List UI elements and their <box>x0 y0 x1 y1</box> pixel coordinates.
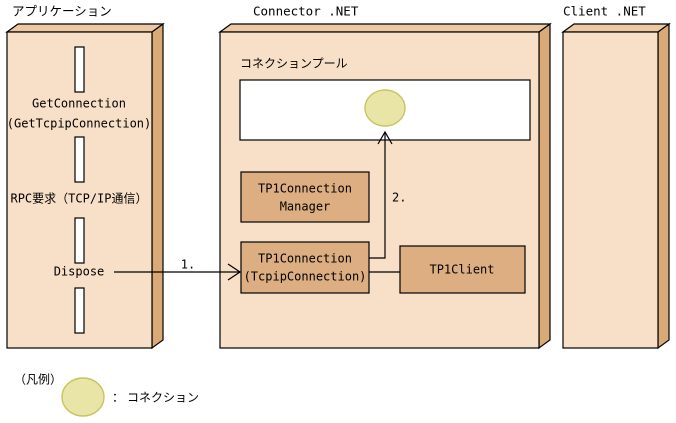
tp1connection-box <box>240 241 370 294</box>
legend-separator: ： <box>112 391 124 405</box>
tp1client-label: TP1Client <box>429 263 494 277</box>
client-box-side-face <box>657 22 670 350</box>
tp1connection-label-line2: (TcpipConnection) <box>244 270 367 284</box>
tp1connection-manager-box <box>240 171 370 223</box>
legend: （凡例） ： コネクション <box>14 373 199 417</box>
activation-bar <box>74 46 85 93</box>
component-tp1connection-manager: TP1Connection Manager <box>240 171 370 223</box>
arrow-return-to-pool-line <box>369 132 386 259</box>
connection-circle <box>364 89 406 127</box>
connector-box-top-face <box>218 23 552 33</box>
connector-box-side-face <box>538 22 551 350</box>
application-message-dispose: Dispose <box>54 265 105 279</box>
arrow-dispose: 1. <box>114 258 242 281</box>
column-box-application <box>5 22 165 350</box>
application-box-top-face <box>5 23 165 33</box>
client-box-top-face <box>561 23 671 33</box>
application-message-get-tcpip-connection: (GetTcpipConnection) <box>7 117 152 131</box>
arrow-return-to-pool-label: 2. <box>392 191 406 205</box>
application-box-side-face <box>151 22 164 350</box>
tp1connection-manager-label-line2: Manager <box>280 200 331 214</box>
column-title-connector-net: Connector .NET <box>253 4 359 19</box>
tp1connection-manager-label-line1: TP1Connection <box>258 182 352 196</box>
arrow-dispose-label: 1. <box>181 258 195 272</box>
column-title-client-net: Client .NET <box>563 4 646 19</box>
activation-bar <box>74 287 85 334</box>
application-message-rpc-request: RPC要求（TCP/IP通信） <box>10 192 147 206</box>
application-message-get-connection: GetConnection <box>32 97 126 111</box>
activation-bar <box>74 217 85 264</box>
legend-connection-circle-icon <box>61 377 105 417</box>
legend-heading: （凡例） <box>14 373 62 387</box>
arrow-return-to-pool-head <box>377 130 393 145</box>
client-box-front-face <box>562 31 659 349</box>
tp1client-box <box>399 245 526 294</box>
activation-bar <box>74 136 85 183</box>
tp1connection-label-line1: TP1Connection <box>258 252 352 266</box>
legend-item-label: コネクション <box>127 391 199 405</box>
component-tp1client: TP1Client <box>399 245 526 294</box>
application-activation-bars <box>74 46 85 334</box>
column-title-application: アプリケーション <box>12 4 112 19</box>
arrow-return-to-pool: 2. <box>369 130 406 259</box>
connection-pool-label: コネクションプール <box>240 57 348 71</box>
component-tp1connection: TP1Connection (TcpipConnection) <box>240 241 370 294</box>
arrow-dispose-head <box>227 263 242 281</box>
column-box-client-net <box>561 22 671 350</box>
